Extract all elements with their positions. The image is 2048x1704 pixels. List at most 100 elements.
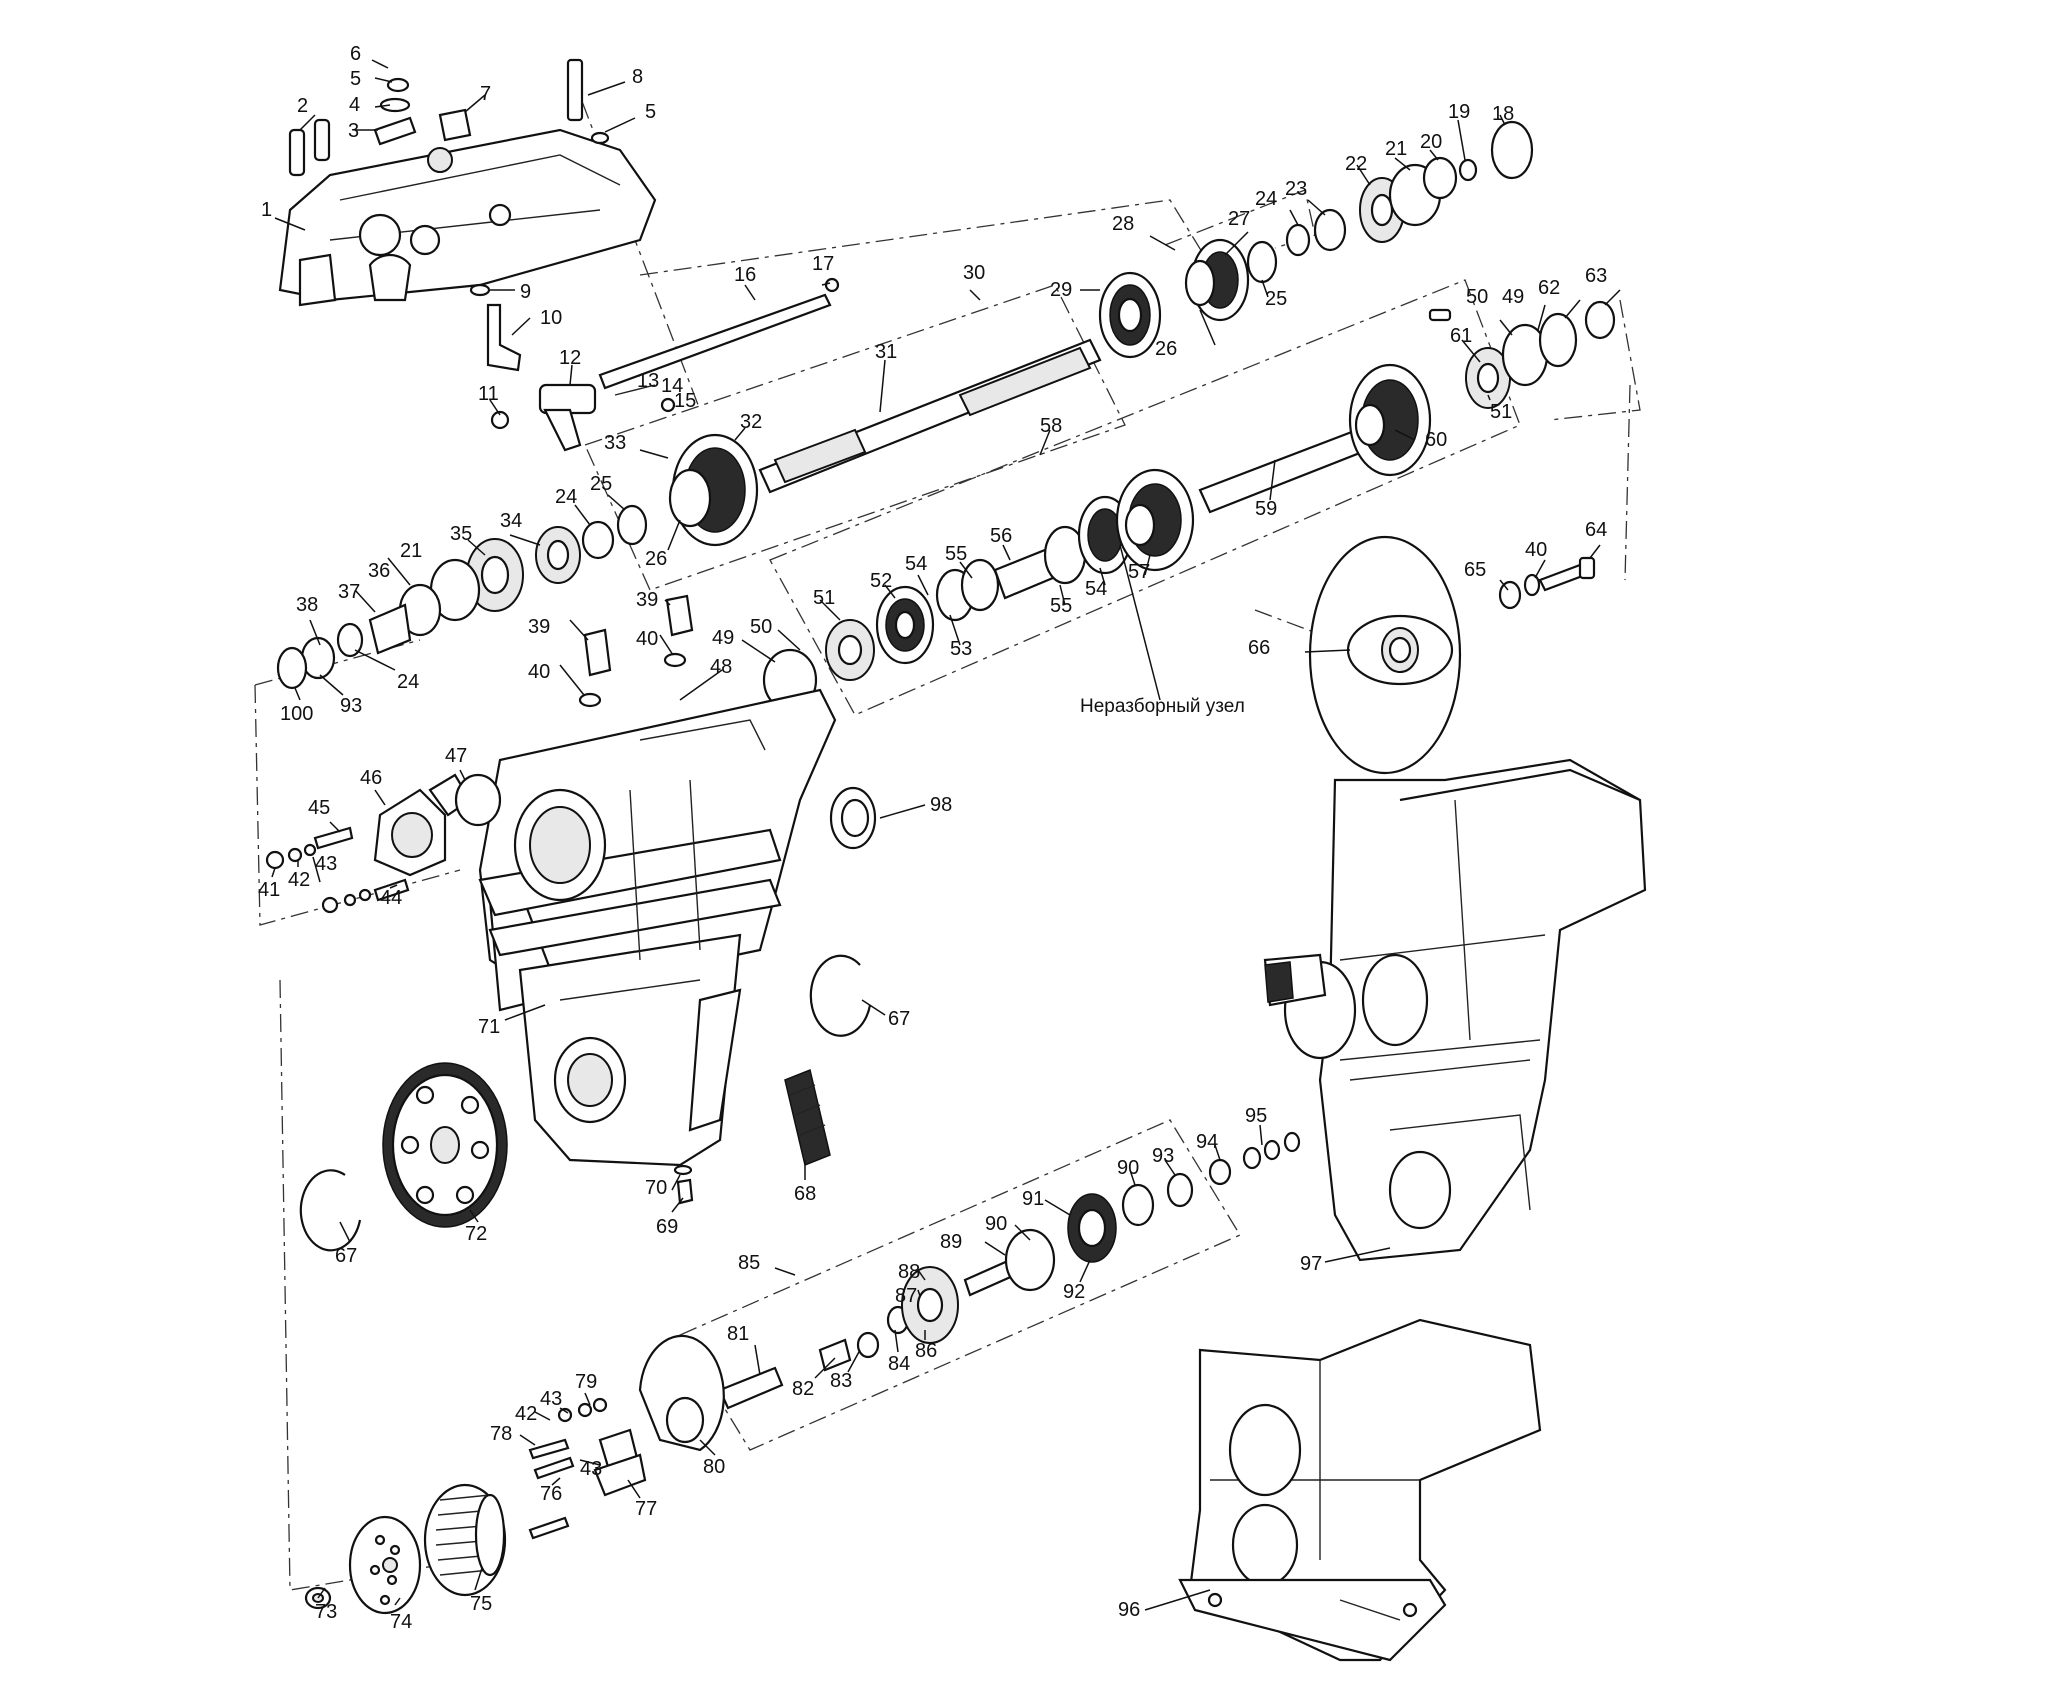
callout-4: 4 bbox=[349, 94, 360, 116]
gear-57 bbox=[1115, 468, 1195, 572]
callout-96: 96 bbox=[1118, 1599, 1140, 1621]
callout-88: 88 bbox=[898, 1261, 920, 1283]
ring-100 bbox=[276, 646, 308, 690]
callout-90-right: 90 bbox=[1117, 1157, 1139, 1179]
main-housing bbox=[478, 688, 837, 1167]
callout-21-top: 21 bbox=[1385, 138, 1407, 160]
callout-95: 95 bbox=[1245, 1105, 1267, 1127]
callout-94: 94 bbox=[1196, 1131, 1218, 1153]
callout-27: 27 bbox=[1228, 208, 1250, 230]
callout-60: 60 bbox=[1425, 429, 1447, 451]
callout-54-right: 54 bbox=[1085, 578, 1107, 600]
callout-55-right: 55 bbox=[1050, 595, 1072, 617]
callout-20: 20 bbox=[1420, 131, 1442, 153]
bearing-62 bbox=[1538, 312, 1578, 368]
second-shaft-59 bbox=[1198, 363, 1432, 514]
callout-90-left: 90 bbox=[985, 1213, 1007, 1235]
callout-32: 32 bbox=[740, 411, 762, 433]
callout-34: 34 bbox=[500, 510, 522, 532]
callout-29: 29 bbox=[1050, 279, 1072, 301]
callout-64: 64 bbox=[1585, 519, 1607, 541]
callout-42-left: 42 bbox=[288, 869, 310, 891]
flange-77 bbox=[593, 1428, 647, 1497]
small-bolts-left bbox=[265, 826, 410, 914]
callout-25-top: 25 bbox=[1265, 288, 1287, 310]
callout-66: 66 bbox=[1248, 637, 1270, 659]
callout-5-top: 5 bbox=[350, 68, 361, 90]
callout-33: 33 bbox=[604, 432, 626, 454]
callout-82: 82 bbox=[792, 1378, 814, 1400]
assembled-unit-97 bbox=[1263, 758, 1647, 1262]
callout-76: 76 bbox=[540, 1483, 562, 1505]
ring-25-lower bbox=[616, 504, 648, 546]
callout-8: 8 bbox=[632, 66, 643, 88]
snap-ring-67-right bbox=[809, 954, 872, 1037]
non-separable-unit-caption: Неразборный узел bbox=[1080, 696, 1245, 717]
callout-5-right: 5 bbox=[645, 101, 656, 123]
callout-68: 68 bbox=[794, 1183, 816, 1205]
cap-18 bbox=[1490, 120, 1534, 180]
main-shaft-31 bbox=[758, 338, 1102, 494]
ring-20 bbox=[1422, 156, 1458, 200]
shift-fork-assembly bbox=[490, 277, 840, 452]
callout-11: 11 bbox=[478, 383, 499, 405]
callout-40-disc: 40 bbox=[1525, 539, 1547, 561]
callout-36: 36 bbox=[368, 560, 390, 582]
washer-19 bbox=[1458, 158, 1478, 182]
callout-26-lower: 26 bbox=[645, 548, 667, 570]
callout-57: 57 bbox=[1128, 561, 1150, 583]
callout-28: 28 bbox=[1112, 213, 1134, 235]
callout-23: 23 bbox=[1285, 178, 1307, 200]
callout-51-left: 51 bbox=[813, 587, 835, 609]
seal-98 bbox=[829, 786, 877, 850]
callout-13: 13 bbox=[637, 370, 659, 392]
callout-93-right: 93 bbox=[1152, 1145, 1174, 1167]
pulley-75 bbox=[423, 1483, 507, 1597]
callout-75: 75 bbox=[470, 1593, 492, 1615]
callout-79: 79 bbox=[575, 1371, 597, 1393]
callout-40-left: 40 bbox=[528, 661, 550, 683]
callout-24-left: 24 bbox=[397, 671, 419, 693]
hub-74 bbox=[348, 1515, 422, 1615]
callout-47: 47 bbox=[445, 745, 467, 767]
callout-6: 6 bbox=[350, 43, 361, 65]
snap-ring-67-left bbox=[299, 1169, 362, 1252]
callout-31: 31 bbox=[875, 341, 897, 363]
callout-98: 98 bbox=[930, 794, 952, 816]
callout-30: 30 bbox=[963, 262, 985, 284]
callout-15: 15 bbox=[674, 390, 696, 412]
callout-43-lower: 43 bbox=[540, 1388, 562, 1410]
callout-72: 72 bbox=[465, 1223, 487, 1245]
cover-fasteners bbox=[288, 58, 610, 372]
callout-78: 78 bbox=[490, 1423, 512, 1445]
callout-63: 63 bbox=[1585, 265, 1607, 287]
callout-92: 92 bbox=[1063, 1281, 1085, 1303]
callout-19: 19 bbox=[1448, 101, 1470, 123]
callout-91: 91 bbox=[1022, 1188, 1044, 1210]
callout-7: 7 bbox=[480, 83, 491, 105]
callout-51-right: 51 bbox=[1490, 401, 1512, 423]
housing-fasteners bbox=[578, 594, 694, 708]
brake-disc-66 bbox=[1308, 535, 1462, 775]
disc-fasteners bbox=[1498, 556, 1596, 610]
callout-86: 86 bbox=[915, 1340, 937, 1362]
callout-43-left: 43 bbox=[315, 853, 337, 875]
callout-83: 83 bbox=[830, 1370, 852, 1392]
ring-54-55 bbox=[960, 558, 1000, 612]
callout-35: 35 bbox=[450, 523, 472, 545]
housing-side-part-46 bbox=[373, 773, 502, 877]
callout-62: 62 bbox=[1538, 277, 1560, 299]
gear-32 bbox=[668, 433, 759, 547]
chain-68 bbox=[784, 1068, 831, 1167]
plate-80 bbox=[638, 1334, 725, 1452]
ring-23 bbox=[1313, 208, 1347, 252]
callout-97: 97 bbox=[1300, 1253, 1322, 1275]
callout-39-right: 39 bbox=[636, 589, 658, 611]
callout-16: 16 bbox=[734, 264, 756, 286]
callout-70: 70 bbox=[645, 1177, 667, 1199]
ring-25-upper bbox=[1246, 240, 1278, 284]
callout-25-lower: 25 bbox=[590, 473, 612, 495]
callout-17: 17 bbox=[812, 253, 834, 275]
callout-52: 52 bbox=[870, 570, 892, 592]
callout-50-right: 50 bbox=[1466, 286, 1488, 308]
